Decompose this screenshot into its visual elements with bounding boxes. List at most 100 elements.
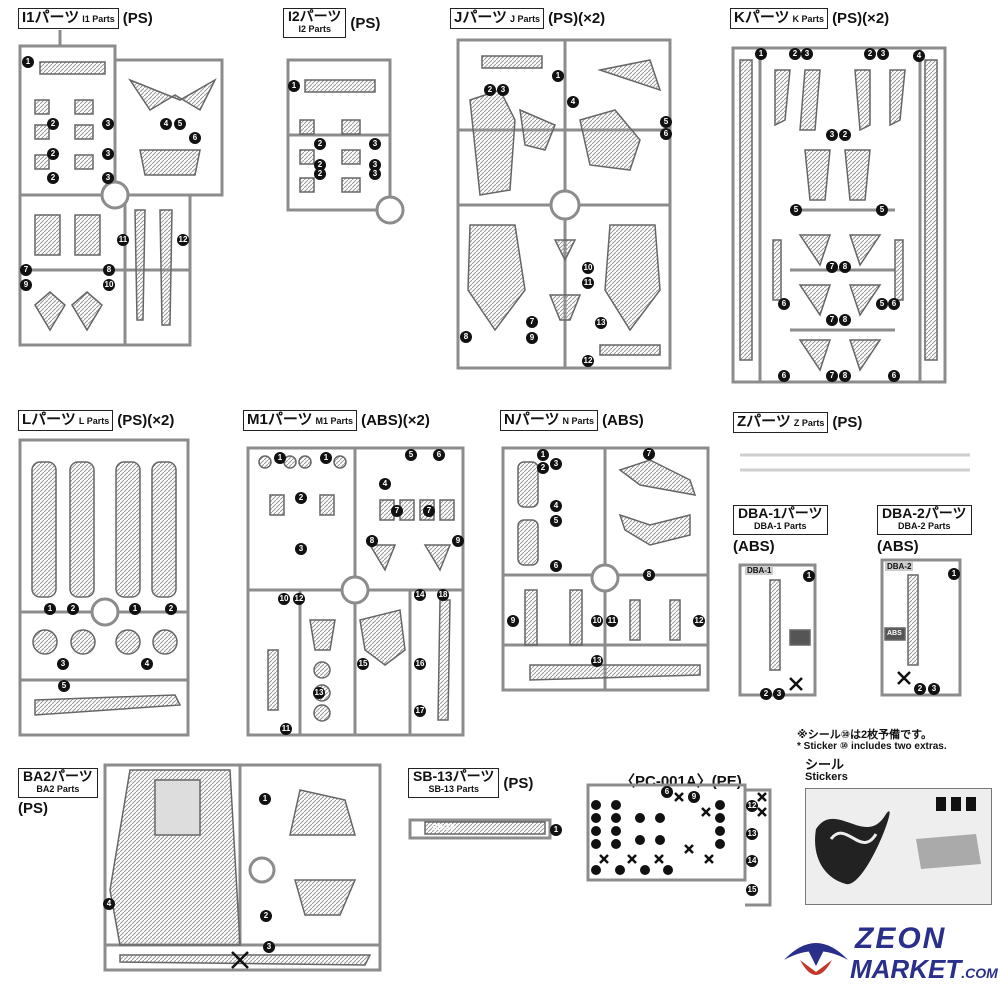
part-number: 2 (260, 910, 272, 922)
part-number: 12 (746, 800, 758, 812)
en-label: L Parts (78, 416, 110, 426)
part-number: 2 (47, 148, 59, 160)
part-number: 9 (507, 615, 519, 627)
part-number: 1 (537, 449, 549, 461)
part-number: 3 (369, 168, 381, 180)
en-label: I2 Parts (298, 24, 331, 34)
part-number: 5 (790, 204, 802, 216)
dba2-x-mark (897, 671, 911, 685)
part-number: 1 (550, 824, 562, 836)
part-number: 2 (47, 118, 59, 130)
part-number: 5 (550, 515, 562, 527)
part-number: 11 (582, 277, 594, 289)
part-number: 4 (379, 478, 391, 490)
jp-label: BA2パーツ (23, 768, 93, 784)
part-number: 7 (643, 448, 655, 460)
part-number: 1 (755, 48, 767, 60)
part-number: 6 (660, 128, 672, 140)
part-number: 12 (582, 355, 594, 367)
part-number: 8 (366, 535, 378, 547)
logo-suffix: .COM (961, 965, 998, 981)
material: (ABS) (877, 538, 919, 555)
part-number: 7 (826, 261, 838, 273)
part-number: 8 (839, 314, 851, 326)
en-label: BA2 Parts (36, 784, 80, 794)
part-number: 10 (278, 593, 290, 605)
part-number: 2 (484, 84, 496, 96)
part-number: 7 (826, 314, 838, 326)
part-number: 3 (369, 138, 381, 150)
dba2-abs-mark: ABS (887, 630, 902, 637)
sticker-sheet (805, 788, 992, 905)
cut-marks (231, 671, 911, 969)
part-number: 8 (839, 370, 851, 382)
part-number: 3 (102, 148, 114, 160)
part-number: 7 (20, 264, 32, 276)
en-label: J Parts (510, 14, 541, 24)
part-number: 1 (288, 80, 300, 92)
n-gate (590, 563, 620, 593)
part-number: 5 (174, 118, 186, 130)
part-number: 2 (47, 172, 59, 184)
en-label: K Parts (792, 14, 825, 24)
en-label: N Parts (562, 416, 595, 426)
part-number: 6 (433, 449, 445, 461)
part-number: 2 (789, 48, 801, 60)
part-number: 2 (295, 492, 307, 504)
part-number: 6 (778, 370, 790, 382)
part-number: 3 (928, 683, 940, 695)
en-label: Z Parts (793, 418, 825, 428)
part-number: 12 (693, 615, 705, 627)
part-number: 4 (103, 898, 115, 910)
part-number: 1 (948, 568, 960, 580)
jp-label: Zパーツ (737, 413, 791, 430)
part-number: 3 (773, 688, 785, 700)
part-number: 15 (357, 658, 369, 670)
part-number: 14 (414, 589, 426, 601)
part-number: 1 (259, 793, 271, 805)
spare-note-en: * Sticker ⑩ includes two extras. (797, 741, 947, 752)
part-number: 6 (778, 298, 790, 310)
part-number: 11 (606, 615, 618, 627)
part-number: 4 (141, 658, 153, 670)
part-number: 5 (405, 449, 417, 461)
part-number: 2 (914, 683, 926, 695)
part-number: 3 (102, 118, 114, 130)
jp-label: Jパーツ (454, 9, 508, 26)
material: (PS) (122, 10, 153, 27)
part-number: 9 (20, 279, 32, 291)
logo-line1: ZEON (855, 922, 947, 955)
part-number: 12 (177, 234, 189, 246)
ba2-x-mark (231, 951, 249, 969)
material: (ABS) (733, 538, 775, 555)
dba1-runner (738, 563, 817, 697)
part-number: 2 (314, 138, 326, 150)
part-number: 1 (552, 70, 564, 82)
part-number: 5 (876, 298, 888, 310)
part-number: 3 (57, 658, 69, 670)
part-number: 10 (582, 262, 594, 274)
part-number: 1 (320, 452, 332, 464)
dba2-runner (880, 558, 962, 697)
en-label: DBA-2 Parts (897, 521, 951, 531)
part-number: 6 (888, 370, 900, 382)
j-gate (549, 189, 581, 221)
part-number: 4 (913, 50, 925, 62)
zeon-emblem-icon (784, 943, 848, 975)
part-number: 8 (460, 331, 472, 343)
spare-note-jp: ※シール⑩は2枚予備です。 (797, 729, 933, 741)
part-number: 13 (591, 655, 603, 667)
part-number: 2 (537, 462, 549, 474)
m1-gate (340, 575, 370, 605)
part-number: 14 (746, 855, 758, 867)
part-number: 11 (280, 723, 292, 735)
part-number: 2 (314, 168, 326, 180)
part-number: 8 (839, 261, 851, 273)
material: (PS) (18, 800, 48, 817)
